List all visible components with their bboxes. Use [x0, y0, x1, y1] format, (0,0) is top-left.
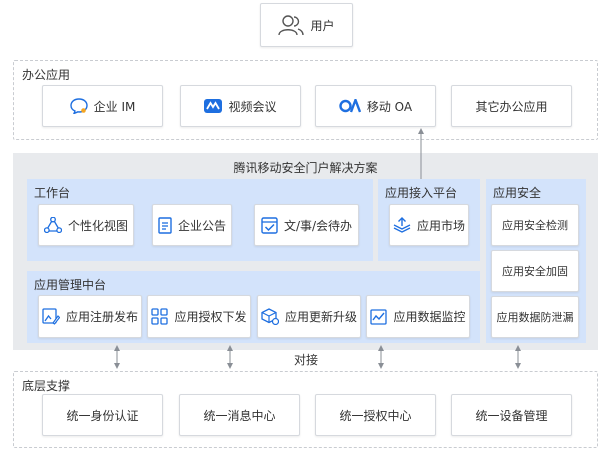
security-item-detect[interactable]: 应用安全检测	[491, 204, 579, 246]
office-app-video-label: 视频会议	[228, 99, 277, 114]
checkbox-icon	[261, 216, 278, 234]
workbench-label: 工作台	[34, 186, 71, 200]
solution-title: 腾讯移动安全门户解决方案	[233, 161, 378, 175]
document-icon	[158, 216, 172, 234]
base-item-message-label: 统一消息中心	[203, 408, 276, 423]
workbench-item-view-label: 个性化视图	[67, 218, 128, 233]
dock-label: 对接	[293, 353, 318, 367]
mgmt-item-register-label: 应用注册发布	[65, 310, 138, 324]
access-item-market-label: 应用市场	[416, 218, 465, 233]
security-item-dlp[interactable]: 应用数据防泄漏	[491, 296, 579, 338]
triangle-nodes-icon	[43, 217, 62, 233]
office-app-other-label: 其它办公应用	[475, 99, 548, 114]
oa-logo-icon	[339, 99, 361, 113]
upload-layers-icon	[393, 217, 411, 233]
mgmt-item-monitor[interactable]: 应用数据监控	[366, 295, 470, 338]
base-item-authorization-label: 统一授权中心	[339, 408, 412, 423]
base-item-identity[interactable]: 统一身份认证	[42, 394, 163, 436]
line-chart-icon	[370, 308, 388, 325]
workbench-item-notice-label: 企业公告	[177, 218, 226, 233]
base-support-label: 底层支撑	[22, 379, 71, 393]
base-item-identity-label: 统一身份认证	[66, 408, 139, 423]
security-item-detect-label: 应用安全检测	[502, 219, 568, 232]
base-item-device[interactable]: 统一设备管理	[451, 394, 572, 436]
base-item-device-label: 统一设备管理	[475, 408, 548, 423]
mgmt-item-monitor-label: 应用数据监控	[393, 310, 466, 324]
mgmt-item-authorize-label: 应用授权下发	[174, 310, 247, 324]
workbench-item-todo[interactable]: 文/事/会待办	[254, 204, 359, 246]
meeting-logo-icon	[204, 99, 223, 113]
base-item-message[interactable]: 统一消息中心	[179, 394, 300, 436]
mgmt-item-update-label: 应用更新升级	[284, 310, 357, 324]
mgmt-item-authorize[interactable]: 应用授权下发	[147, 295, 251, 338]
office-app-oa[interactable]: 移动 OA	[315, 85, 436, 127]
image-edit-icon	[42, 308, 60, 325]
workbench-item-view[interactable]: 个性化视图	[38, 204, 134, 246]
access-item-market[interactable]: 应用市场	[389, 204, 469, 246]
office-app-im-label: 企业 IM	[93, 99, 136, 114]
office-apps-label: 办公应用	[22, 68, 71, 82]
workbench-item-todo-label: 文/事/会待办	[283, 218, 353, 233]
office-app-oa-label: 移动 OA	[366, 99, 413, 114]
grid-apps-icon	[151, 308, 169, 325]
security-item-dlp-label: 应用数据防泄漏	[496, 311, 574, 324]
box-refresh-icon	[261, 308, 279, 325]
mgmt-item-register[interactable]: 应用注册发布	[38, 295, 142, 338]
security-item-harden[interactable]: 应用安全加固	[491, 250, 579, 292]
mgmt-item-update[interactable]: 应用更新升级	[257, 295, 361, 338]
base-support-section	[13, 371, 598, 448]
security-item-harden-label: 应用安全加固	[502, 265, 568, 278]
office-app-video[interactable]: 视频会议	[180, 85, 301, 127]
base-item-authorization[interactable]: 统一授权中心	[315, 394, 436, 436]
app-security-label: 应用安全	[493, 186, 542, 200]
user-label: 用户	[310, 18, 335, 33]
users-icon	[278, 14, 305, 36]
office-apps-section	[13, 60, 598, 140]
office-app-other[interactable]: 其它办公应用	[451, 85, 572, 127]
app-mgmt-label: 应用管理中台	[34, 278, 107, 292]
office-app-im[interactable]: 企业 IM	[42, 85, 163, 127]
access-platform-label: 应用接入平台	[385, 186, 458, 200]
user-node[interactable]: 用户	[260, 3, 353, 47]
chat-bubble-icon	[69, 98, 88, 114]
workbench-item-notice[interactable]: 企业公告	[152, 204, 232, 246]
